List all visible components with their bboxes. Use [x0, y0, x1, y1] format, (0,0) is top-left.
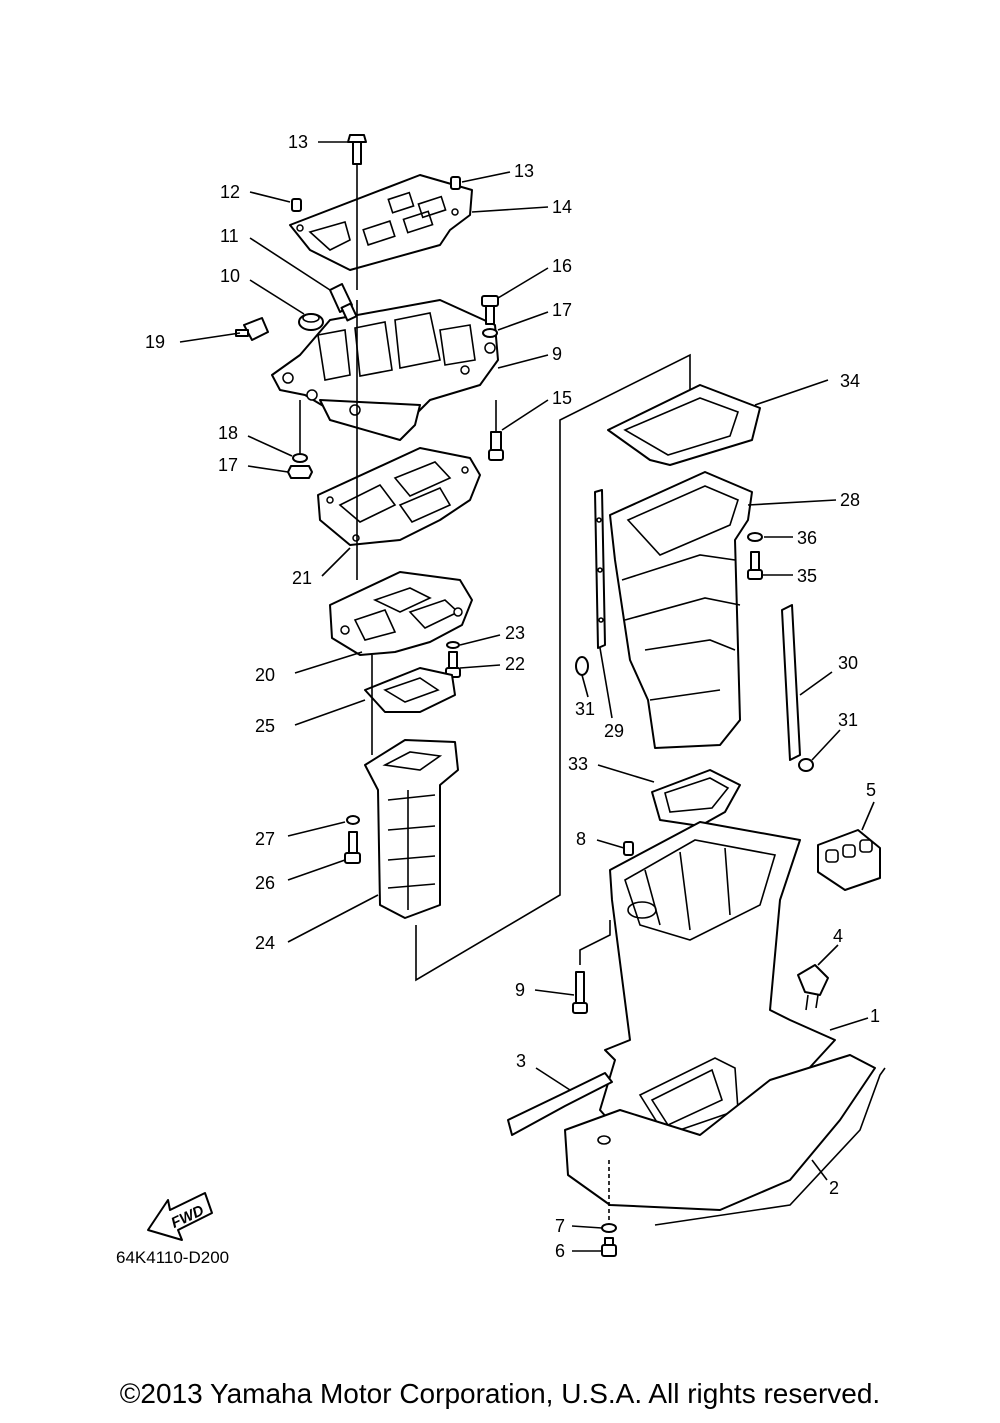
- callout-10: 9: [552, 344, 562, 364]
- callout-17: 16: [552, 256, 572, 276]
- part-20-washer: [292, 453, 308, 463]
- callout-5: 5: [866, 780, 876, 800]
- callout-27: 25: [255, 716, 275, 736]
- part-30-oil-pan: [609, 471, 753, 749]
- part-25-washer: [446, 641, 460, 649]
- part-13-dowel-left: [291, 198, 302, 212]
- diagram-code: 64K4110-D200: [116, 1248, 229, 1267]
- part-21-fitting: [235, 317, 269, 341]
- callout-31-left: 29: [604, 721, 624, 741]
- part-18-washer: [482, 328, 498, 338]
- callout-31-right: 30: [838, 653, 858, 673]
- callout-13-left: 12: [220, 182, 240, 202]
- part-34-gasket: [607, 384, 761, 466]
- callout-24: 22: [505, 654, 525, 674]
- part-15-bolt: [347, 134, 367, 290]
- callout-6: 6: [555, 1241, 565, 1261]
- callout-13-right: 13: [514, 161, 534, 181]
- part-8-dowel: [623, 841, 634, 856]
- part-22-plate: [329, 571, 473, 656]
- callout-20: 18: [218, 423, 238, 443]
- part-4-grommet: [797, 964, 829, 1011]
- part-31-seal-right: [781, 604, 801, 761]
- part-35-bolt: [747, 551, 763, 580]
- callout-15: 13: [288, 132, 308, 152]
- leader-lines: [179, 141, 875, 1252]
- part-19-nut: [287, 465, 313, 479]
- callout-19: 17: [218, 455, 238, 475]
- part-26-exhaust-tube: [364, 739, 459, 919]
- copyright-notice: ©2013 Yamaha Motor Corporation, U.S.A. A…: [119, 1378, 881, 1409]
- part-32-nut-left: [575, 656, 589, 676]
- callout-7: 7: [555, 1216, 565, 1236]
- callout-25: 23: [505, 623, 525, 643]
- callout-22: 20: [255, 665, 275, 685]
- callout-numbers: 13 12 13 14 11 10 19 16 17 9 15 18 17 21…: [145, 132, 880, 1261]
- part-33-seal: [651, 769, 741, 827]
- callout-12: 11: [220, 226, 239, 246]
- callout-34: 34: [840, 371, 860, 391]
- callout-18: 17: [552, 300, 572, 320]
- callout-36: 36: [797, 528, 817, 548]
- part-31-seal-left: [594, 489, 606, 649]
- part-16-bolt: [488, 400, 504, 461]
- callout-8: 8: [576, 829, 586, 849]
- callout-28: 26: [255, 873, 275, 893]
- part-27-gasket: [364, 667, 456, 713]
- callout-11: 10: [220, 266, 240, 286]
- part-5-mount: [817, 829, 881, 891]
- callout-29: 27: [255, 829, 275, 849]
- callout-35: 35: [797, 566, 817, 586]
- part-12-plug: [329, 283, 358, 322]
- callout-21: 19: [145, 332, 165, 352]
- callout-33: 33: [568, 754, 588, 774]
- part-6-bolt: [601, 1237, 617, 1257]
- part-7-washer: [601, 1223, 617, 1233]
- part-11-grommet: [298, 313, 324, 331]
- callout-2: 2: [829, 1178, 839, 1198]
- fwd-arrow-icon: FWD: [147, 1192, 213, 1241]
- callout-1: 1: [870, 1006, 880, 1026]
- part-32-nut-right: [798, 758, 814, 772]
- callout-9: 9: [515, 980, 525, 1000]
- callout-26: 24: [255, 933, 275, 953]
- callout-23: 21: [292, 568, 312, 588]
- part-36-washer: [747, 532, 763, 542]
- callout-32-right: 31: [838, 710, 858, 730]
- part-3-hose: [507, 1072, 613, 1136]
- part-29-washer: [346, 815, 360, 825]
- part-13-dowel-right: [450, 176, 461, 190]
- callout-32-left: 31: [575, 699, 595, 719]
- callout-14: 14: [552, 197, 572, 217]
- callout-3: 3: [516, 1051, 526, 1071]
- part-14-gasket: [289, 174, 473, 271]
- part-17-bolt: [481, 295, 499, 325]
- callout-16: 15: [552, 388, 572, 408]
- part-28-bolt: [344, 831, 361, 864]
- part-2-plate: [564, 1054, 886, 1226]
- part-23-gasket: [317, 447, 481, 546]
- callout-30: 28: [840, 490, 860, 510]
- callout-4: 4: [833, 926, 843, 946]
- part-9-bolt: [572, 920, 611, 1014]
